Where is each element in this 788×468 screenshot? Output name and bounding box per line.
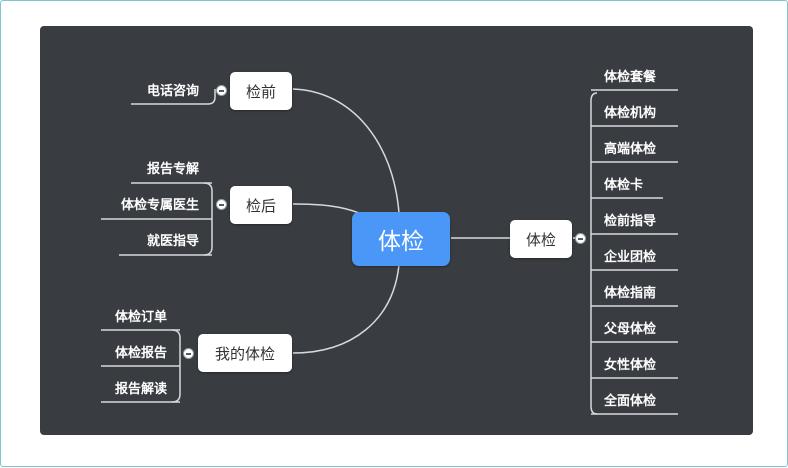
connector-center-jianqian [292,88,400,214]
right-leaf-item[interactable]: 体检指南 [604,286,657,301]
left-leaf-item[interactable]: 报告解读 [114,382,167,397]
right-leaf-item[interactable]: 企业团检 [604,250,657,265]
right-leaf-item[interactable]: 体检卡 [604,178,644,193]
branch-node-wodetijian[interactable]: 我的体检 [198,334,292,372]
connector-center-jianhou [292,203,360,214]
connector-right-rail [590,92,598,415]
left-leaf-item[interactable]: 就医指导 [146,234,199,249]
right-leaf-item[interactable]: 全面体检 [604,394,657,409]
center-node[interactable]: 体检 [352,212,450,266]
collapse-toggle-icon[interactable] [216,199,227,210]
left-leaf-item[interactable]: 报告专解 [146,162,199,177]
right-leaf-item[interactable]: 体检套餐 [604,70,657,85]
left-leaf-item[interactable]: 体检专属医生 [120,198,199,213]
right-branch-node[interactable]: 体检 [510,220,572,258]
collapse-toggle-icon[interactable] [183,348,194,359]
left-leaf-item[interactable]: 体检报告 [114,346,167,361]
collapse-toggle-icon[interactable] [575,233,586,244]
right-leaf-item[interactable]: 父母体检 [604,322,657,337]
right-leaf-item[interactable]: 检前指导 [604,214,657,229]
right-leaf-item[interactable]: 高端体检 [604,142,657,157]
right-leaf-item[interactable]: 女性体检 [604,358,657,373]
left-leaf-item[interactable]: 电话咨询 [146,84,199,99]
collapse-toggle-icon[interactable] [216,85,227,96]
connector-center-wodetijian [292,264,400,354]
left-leaf-item[interactable]: 体检订单 [114,310,167,325]
right-leaf-item[interactable]: 体检机构 [604,106,657,121]
branch-node-jianqian[interactable]: 检前 [230,72,292,110]
connector-jianqian-leaf [131,89,216,105]
branch-node-jianhou[interactable]: 检后 [230,186,292,224]
